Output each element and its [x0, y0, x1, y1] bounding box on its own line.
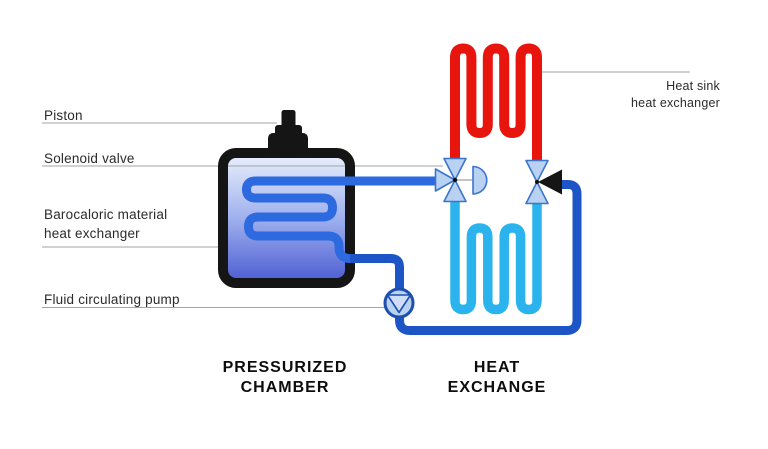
heat-sink-coil-icon [450, 43, 542, 170]
solenoid-check-valve-icon [525, 159, 562, 205]
solenoid-valve-label: Solenoid valve [44, 151, 135, 166]
valve-check-cone [538, 169, 562, 195]
circulating-pump-icon [383, 287, 415, 319]
pressurized-chamber-caption: PRESSURIZED CHAMBER [205, 358, 365, 398]
valve-bottom-triangle [443, 179, 467, 203]
barocaloric-label-line2: heat exchanger [44, 226, 140, 241]
heat-sink-label: Heat sink heat exchanger [560, 78, 720, 112]
three-way-solenoid-valve-icon [434, 157, 488, 203]
valve-top-triangle [443, 157, 467, 181]
barocaloric-coil-icon [242, 176, 441, 263]
valve-bottom-triangle [525, 181, 549, 205]
leader-lines [42, 71, 690, 308]
valve-inlet-triangle [434, 168, 456, 192]
pressurized-chamber-icon [218, 110, 355, 288]
heat-exchange-caption-line2: EXCHANGE [447, 379, 547, 396]
heat-exchange-caption-line1: HEAT [473, 359, 521, 376]
fluid-pump-label: Fluid circulating pump [44, 292, 180, 307]
barocaloric-label-line1: Barocaloric material [44, 207, 168, 222]
heat-exchange-caption: HEAT EXCHANGE [427, 358, 567, 398]
barocaloric-material-label: Barocaloric material heat exchanger [44, 205, 167, 243]
valve-actuator-disc [472, 165, 488, 195]
piston-label: Piston [44, 108, 83, 123]
pressurized-caption-line2: CHAMBER [240, 379, 330, 396]
heat-exchange-coil-icon [450, 202, 542, 315]
pressurized-caption-line1: PRESSURIZED [222, 359, 348, 376]
piston-icon [268, 110, 308, 153]
pump-vane [386, 294, 412, 314]
valve-top-triangle [525, 159, 549, 183]
heat-sink-label-line1: Heat sink [666, 79, 720, 93]
pump-loop-pipe [350, 180, 582, 335]
heat-sink-label-line2: heat exchanger [631, 96, 720, 110]
